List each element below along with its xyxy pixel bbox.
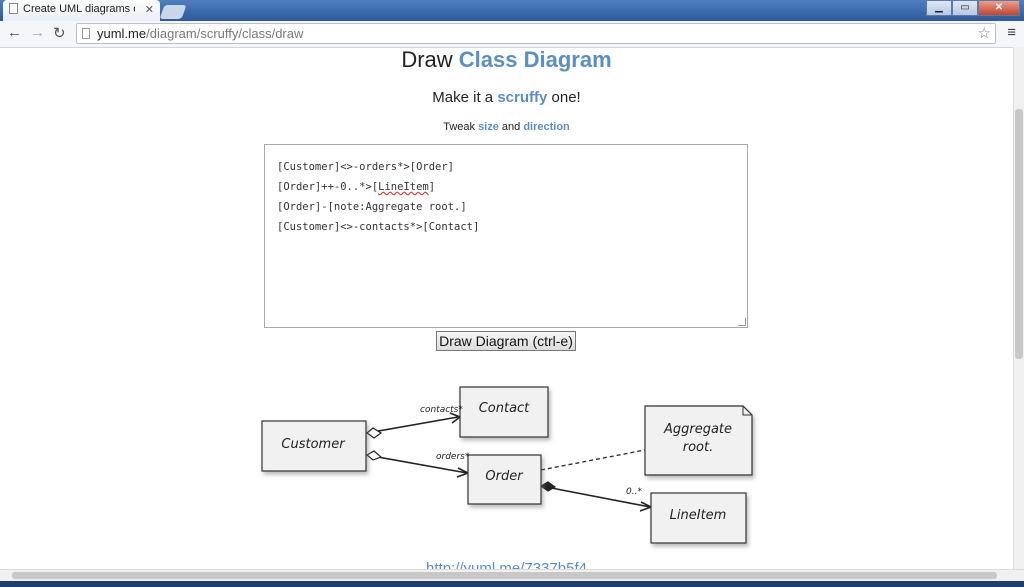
new-tab-button[interactable] bbox=[159, 5, 187, 19]
note-line-1: Aggregate bbox=[663, 422, 732, 437]
contact-label: Contact bbox=[479, 401, 530, 416]
customer-order-association bbox=[366, 454, 468, 474]
browser-tab[interactable]: Create UML diagrams onl ✕ bbox=[3, 0, 160, 21]
diagram-source-textarea[interactable]: [Customer]<>-orders*>[Order] [Order]++-0… bbox=[264, 144, 748, 328]
tweak-text: Tweak bbox=[443, 121, 479, 133]
lineitem-class-box: LineItem bbox=[650, 492, 747, 544]
size-link[interactable]: size bbox=[478, 121, 499, 133]
address-bar[interactable]: yuml.me/diagram/scruffy/class/draw ☆ bbox=[76, 23, 996, 44]
page-icon bbox=[82, 28, 90, 39]
window-controls: ▁ ▭ ✕ bbox=[926, 0, 1020, 16]
vertical-scrollbar[interactable] bbox=[1013, 47, 1024, 569]
url-host: yuml.me bbox=[97, 26, 147, 41]
tab-close-icon[interactable]: ✕ bbox=[144, 4, 154, 16]
note-line-2: root. bbox=[683, 440, 713, 455]
direction-link[interactable]: direction bbox=[523, 121, 570, 133]
code-line-3: [Order]-[note:Aggregate root.] bbox=[277, 201, 467, 213]
customer-class-box: Customer bbox=[261, 420, 367, 472]
page-title: Draw Class Diagram bbox=[0, 47, 1013, 73]
contacts-role-label: contacts* bbox=[420, 405, 463, 415]
maximize-icon[interactable]: ▭ bbox=[952, 0, 978, 16]
note-link bbox=[540, 449, 646, 471]
customer-label: Customer bbox=[281, 437, 346, 452]
aggregation-diamond bbox=[365, 450, 383, 461]
tweak-options: Tweak size and direction bbox=[0, 121, 1013, 133]
spellcheck-word: LineItem bbox=[378, 181, 429, 193]
vertical-scroll-thumb[interactable] bbox=[1015, 109, 1023, 359]
order-lineitem-composition bbox=[540, 485, 651, 508]
title-text: Draw bbox=[401, 47, 459, 72]
title-highlight: Class Diagram bbox=[458, 47, 612, 72]
os-taskbar bbox=[0, 581, 1024, 587]
composition-diamond bbox=[539, 481, 557, 492]
close-window-icon[interactable]: ✕ bbox=[978, 0, 1020, 16]
code-line-1: [Customer]<>-orders*>[Order] bbox=[277, 161, 455, 173]
reload-icon[interactable]: ↻ bbox=[53, 25, 66, 42]
class-diagram: Customer Contact Order Aggregate root. L… bbox=[261, 386, 753, 544]
multiplicity-label: 0..* bbox=[626, 487, 642, 497]
horizontal-scroll-thumb[interactable] bbox=[12, 572, 997, 579]
customer-contact-association bbox=[366, 416, 459, 434]
orders-role-label: orders* bbox=[436, 452, 470, 462]
code-line-4: [Customer]<>-contacts*>[Contact] bbox=[277, 221, 480, 233]
tweak-and: and bbox=[498, 121, 524, 133]
subtitle: Make it a scruffy one! bbox=[0, 89, 1013, 106]
order-class-box: Order bbox=[467, 454, 542, 505]
window-titlebar: Create UML diagrams onl ✕ ▁ ▭ ✕ bbox=[0, 0, 1024, 21]
aggregate-note: Aggregate root. bbox=[644, 405, 753, 476]
bookmark-star-icon[interactable]: ☆ bbox=[977, 25, 991, 42]
order-label: Order bbox=[485, 469, 524, 484]
contact-class-box: Contact bbox=[459, 386, 549, 438]
lineitem-label: LineItem bbox=[670, 508, 727, 523]
subtitle-text-end: one! bbox=[547, 89, 581, 106]
page-icon bbox=[9, 3, 18, 14]
tab-title: Create UML diagrams onl bbox=[23, 3, 135, 15]
code-line-2: [Order]++-0..*>[LineItem] bbox=[277, 181, 436, 193]
url-path: /diagram/scruffy/class/draw bbox=[146, 26, 304, 41]
scruffy-link[interactable]: scruffy bbox=[497, 89, 548, 106]
back-arrow-icon[interactable]: ← bbox=[7, 24, 22, 41]
menu-icon[interactable]: ≡ bbox=[1007, 24, 1016, 41]
resize-handle[interactable] bbox=[738, 318, 746, 326]
draw-diagram-button[interactable]: Draw Diagram (ctrl-e) bbox=[436, 331, 576, 351]
aggregation-diamond bbox=[366, 427, 383, 439]
minimize-icon[interactable]: ▁ bbox=[926, 0, 952, 16]
horizontal-scrollbar[interactable] bbox=[0, 569, 1024, 581]
forward-arrow-icon[interactable]: → bbox=[30, 24, 45, 41]
subtitle-text: Make it a bbox=[432, 89, 498, 106]
browser-toolbar: ← → ↻ yuml.me/diagram/scruffy/class/draw… bbox=[0, 21, 1024, 48]
